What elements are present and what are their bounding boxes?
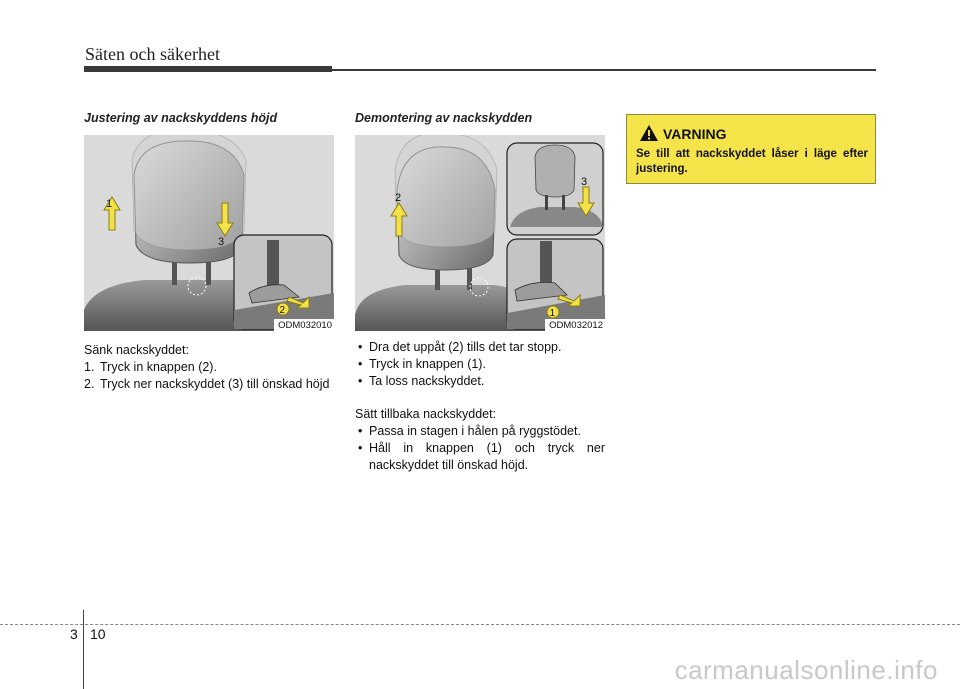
arrow-press-icon [286, 295, 310, 309]
callout-2: 2 [280, 305, 286, 316]
middle-section-heading: Demontering av nackskydden [355, 111, 533, 125]
list-item: 2.Tryck ner nackskyddet (3) till önskad … [84, 377, 330, 391]
figure-code: ODM032010 [274, 319, 334, 331]
adjust-steps: 1.Tryck in knappen (2). 2.Tryck ner nack… [84, 359, 334, 393]
footer-rule [0, 624, 960, 625]
arrow-down-icon [216, 202, 234, 237]
callout-1: 1 [550, 308, 556, 319]
callout-2: 2 [395, 192, 401, 204]
arrow-up-icon [390, 202, 408, 237]
warning-triangle-icon [640, 125, 658, 141]
warning-text: Se till att nackskyddet låser i läge eft… [636, 148, 868, 175]
list-item: •Dra det uppåt (2) tills det tar stopp. [358, 340, 562, 354]
remove-steps: •Dra det uppåt (2) tills det tar stopp. … [355, 339, 605, 390]
refit-intro: Sätt tillbaka nackskyddet: [355, 407, 497, 421]
footer-divider [83, 610, 84, 689]
left-figure: 1 3 2 ODM032010 [84, 135, 334, 331]
arrow-press-icon [557, 293, 581, 307]
list-item: •Håll in knappen (1) och tryck ner nacks… [358, 441, 605, 472]
list-item: 1.Tryck in knappen (2). [84, 360, 217, 374]
left-section-heading: Justering av nackskyddens höjd [84, 111, 278, 125]
callout-3: 3 [581, 176, 587, 188]
warning-title: VARNING [663, 126, 727, 142]
header-rule-thick [84, 66, 332, 72]
left-intro: Sänk nackskyddet: [84, 343, 189, 357]
chapter-number: 3 [70, 626, 78, 642]
header-rule-thin [332, 69, 876, 71]
headrest-adjust-illustration: 1 3 2 [84, 135, 334, 331]
figure-code: ODM032012 [545, 319, 605, 331]
callout-3: 3 [218, 236, 224, 248]
page-number: 10 [90, 626, 106, 642]
warning-box: VARNING Se till att nackskyddet låser i … [626, 114, 876, 184]
list-item: •Ta loss nackskyddet. [358, 374, 485, 388]
callout-1: 1 [106, 198, 112, 210]
list-item: •Passa in stagen i hålen på ryggstödet. [358, 424, 581, 438]
middle-figure: 2 3 1 ODM032012 [355, 135, 605, 331]
list-item: •Tryck in knappen (1). [358, 357, 486, 371]
refit-steps: •Passa in stagen i hålen på ryggstödet. … [355, 423, 605, 474]
headrest-remove-illustration: 2 3 1 [355, 135, 605, 331]
arrow-down-icon [577, 186, 595, 217]
header-title: Säten och säkerhet [85, 44, 220, 64]
arrow-up-icon [103, 196, 121, 231]
watermark: carmanualsonline.info [674, 655, 938, 685]
